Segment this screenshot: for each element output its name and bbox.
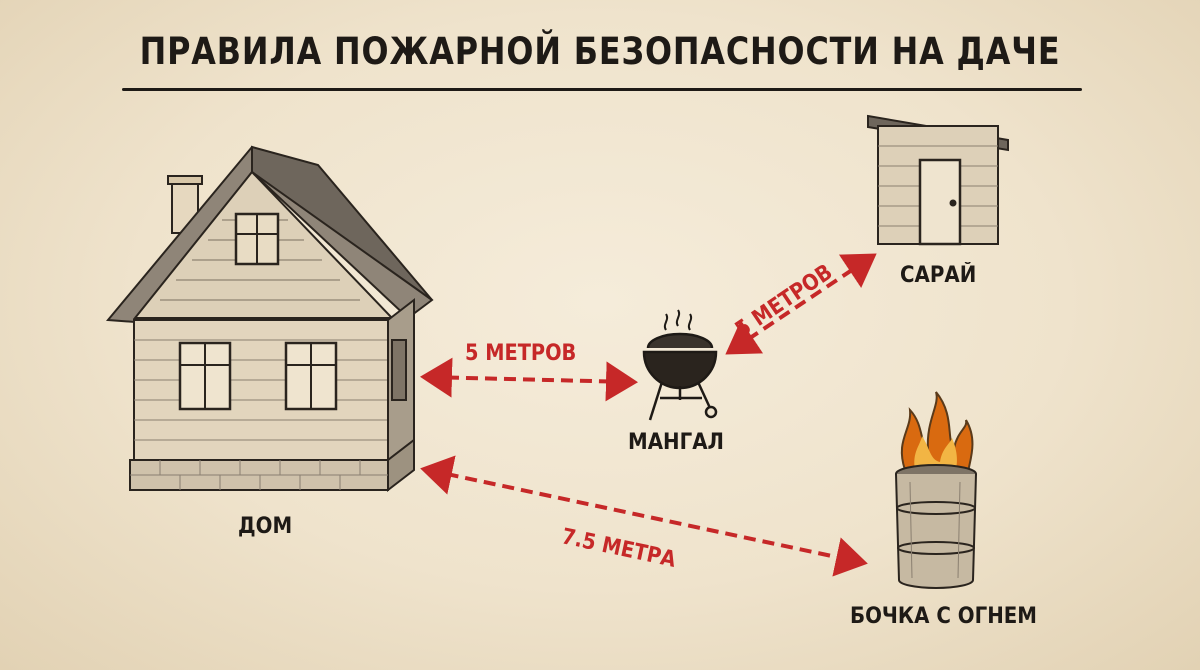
- house-drawing: [105, 145, 434, 493]
- house-wall: [133, 319, 389, 461]
- shed-drawing: [867, 114, 1009, 246]
- title-underline: [122, 88, 1082, 91]
- grill-bowl: [642, 350, 718, 390]
- grill-drawing: [642, 309, 718, 421]
- fire-flames: [900, 391, 974, 474]
- label-barrel: БОЧКА С ОГНЕМ: [850, 604, 1038, 629]
- arrow-house-grill: [420, 357, 638, 402]
- label-house: ДОМ: [238, 514, 293, 539]
- distance-house-grill: 5 МЕТРОВ: [465, 341, 577, 366]
- barrel-body: [895, 473, 977, 589]
- label-grill: МАНГАЛ: [628, 430, 724, 455]
- arrow-grill-shed: [725, 253, 877, 355]
- arrow-house-barrel: [420, 455, 868, 577]
- page-title: ПРАВИЛА ПОЖАРНОЙ БЕЗОПАСНОСТИ НА ДАЧЕ: [139, 30, 1061, 73]
- label-shed: САРАЙ: [900, 263, 977, 288]
- distance-arrows: [420, 253, 877, 577]
- barrel-drawing: [895, 391, 977, 589]
